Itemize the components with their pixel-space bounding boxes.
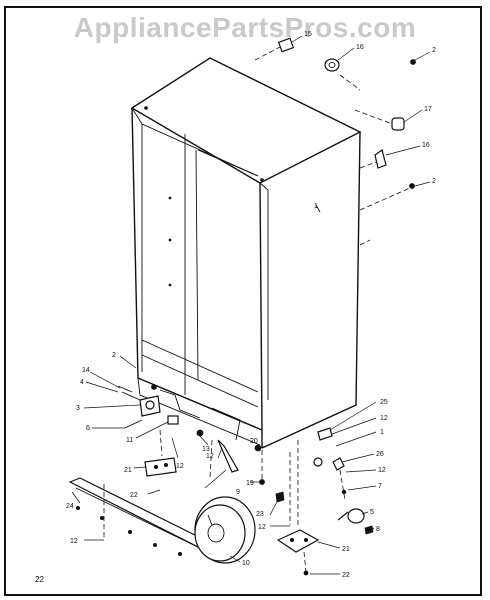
callout-14: 14 [82, 367, 90, 374]
leveler-assembly-left [117, 384, 285, 503]
callout-2: 2 [432, 178, 436, 185]
callout-2: 2 [432, 47, 436, 54]
callout-12: 12 [258, 524, 266, 531]
watermark: AppliancePartsPros.com [73, 12, 417, 43]
callout-4: 4 [80, 379, 84, 386]
callout-24: 24 [66, 503, 74, 510]
callout-7: 7 [378, 483, 382, 490]
callout-12: 12 [206, 453, 214, 460]
top-parts [254, 37, 416, 246]
callout-19: 19 [246, 480, 254, 487]
callout-3: 3 [76, 405, 80, 412]
callout-12: 12 [70, 538, 78, 545]
callout-25: 25 [380, 399, 388, 406]
callout-1: 1 [314, 203, 318, 210]
callout-12: 12 [380, 415, 388, 422]
callout-22: 22 [130, 492, 138, 499]
callout-13: 13 [202, 446, 210, 453]
leveler-assembly-right [276, 427, 374, 576]
callout-1: 1 [380, 429, 384, 436]
callout-22: 22 [342, 572, 350, 579]
callout-15: 15 [304, 31, 312, 38]
callout-21: 21 [124, 467, 132, 474]
callout-26: 26 [376, 451, 384, 458]
callout-8: 8 [376, 526, 380, 533]
callout-5: 5 [370, 509, 374, 516]
callout-17: 17 [424, 106, 432, 113]
callout-10: 10 [242, 560, 250, 567]
roller [194, 496, 256, 564]
callout-16: 16 [356, 44, 364, 51]
callout-12: 12 [176, 463, 184, 470]
callout-2: 2 [112, 352, 116, 359]
diagram-frame [4, 6, 482, 596]
callout-labels: 15 16 2 17 16 2 1 2 14 4 3 6 11 13 12 21… [66, 31, 436, 579]
callout-9: 9 [236, 489, 240, 496]
page-number: 22 [35, 575, 44, 584]
cabinet [130, 57, 362, 449]
callout-6: 6 [86, 425, 90, 432]
callout-12: 12 [378, 467, 386, 474]
callout-21: 21 [342, 546, 350, 553]
leader-lines [71, 35, 431, 575]
callout-23: 23 [256, 511, 264, 518]
callout-20: 20 [250, 438, 258, 445]
callout-16: 16 [422, 142, 430, 149]
callout-11: 11 [126, 437, 133, 444]
